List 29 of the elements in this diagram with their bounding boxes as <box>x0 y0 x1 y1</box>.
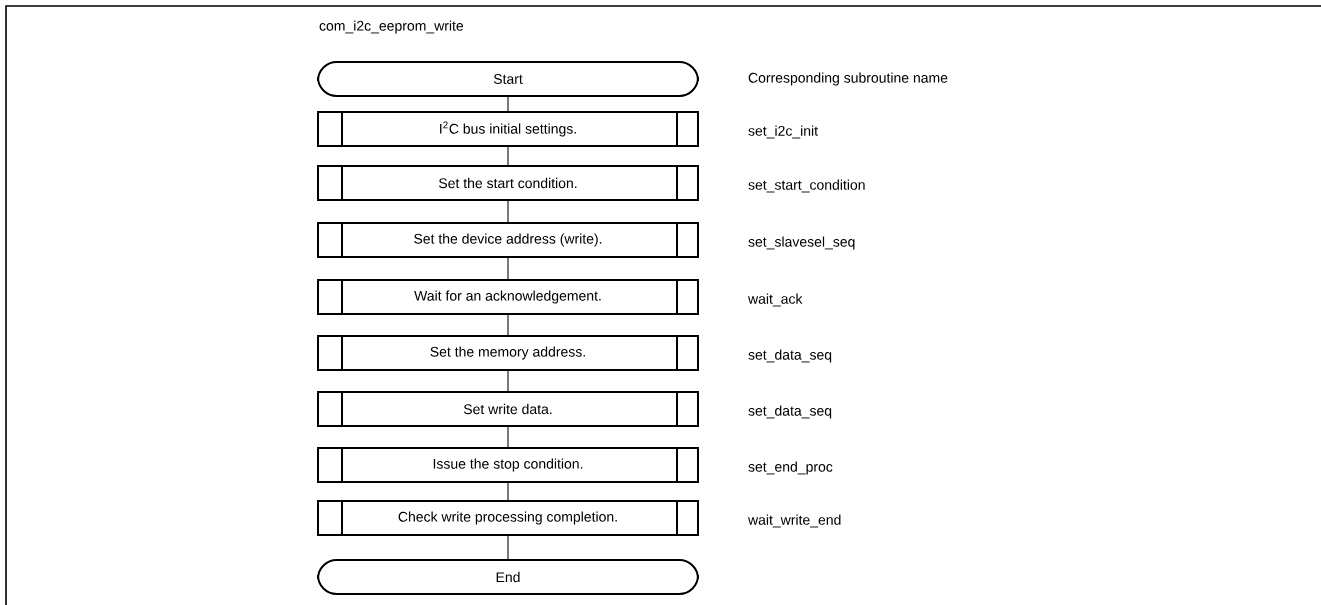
connector-line <box>507 146 509 166</box>
subroutine-name: set_data_seq <box>748 349 832 363</box>
subroutine-box: Set write data. <box>317 390 699 428</box>
subroutine-name: wait_ack <box>748 293 803 307</box>
column-heading: Corresponding subroutine name <box>748 72 948 86</box>
heading: com_i2c_eeprom_write <box>319 20 464 34</box>
subroutine-name: wait_write_end <box>748 514 841 528</box>
subroutine-name: set_i2c_init <box>748 125 818 139</box>
subroutine-name: set_start_condition <box>748 179 865 193</box>
connector-line <box>507 426 509 448</box>
terminal-box: Start <box>317 61 699 97</box>
connector-line <box>507 535 509 560</box>
subroutine-box: Set the start condition. <box>317 164 699 202</box>
connector-line <box>507 200 509 223</box>
connector-line <box>507 96 509 112</box>
subroutine-box: I$^{2}$C bus initial settings. <box>317 110 699 148</box>
terminal-box: End <box>317 559 699 595</box>
connector-line <box>507 314 509 336</box>
subroutine-box: Wait for an acknowledgement. <box>317 278 699 316</box>
subroutine-name: set_slavesel_seq <box>748 236 855 250</box>
subroutine-name: set_end_proc <box>748 461 833 475</box>
connector-line <box>507 370 509 392</box>
subroutine-box: Set the memory address. <box>317 334 699 372</box>
connector-line <box>507 257 509 280</box>
subroutine-name: set_data_seq <box>748 405 832 419</box>
connector-line <box>507 482 509 501</box>
subroutine-box: Check write processing completion. <box>317 499 699 537</box>
subroutine-box: Set the device address (write). <box>317 221 699 259</box>
subroutine-box: Issue the stop condition. <box>317 446 699 484</box>
